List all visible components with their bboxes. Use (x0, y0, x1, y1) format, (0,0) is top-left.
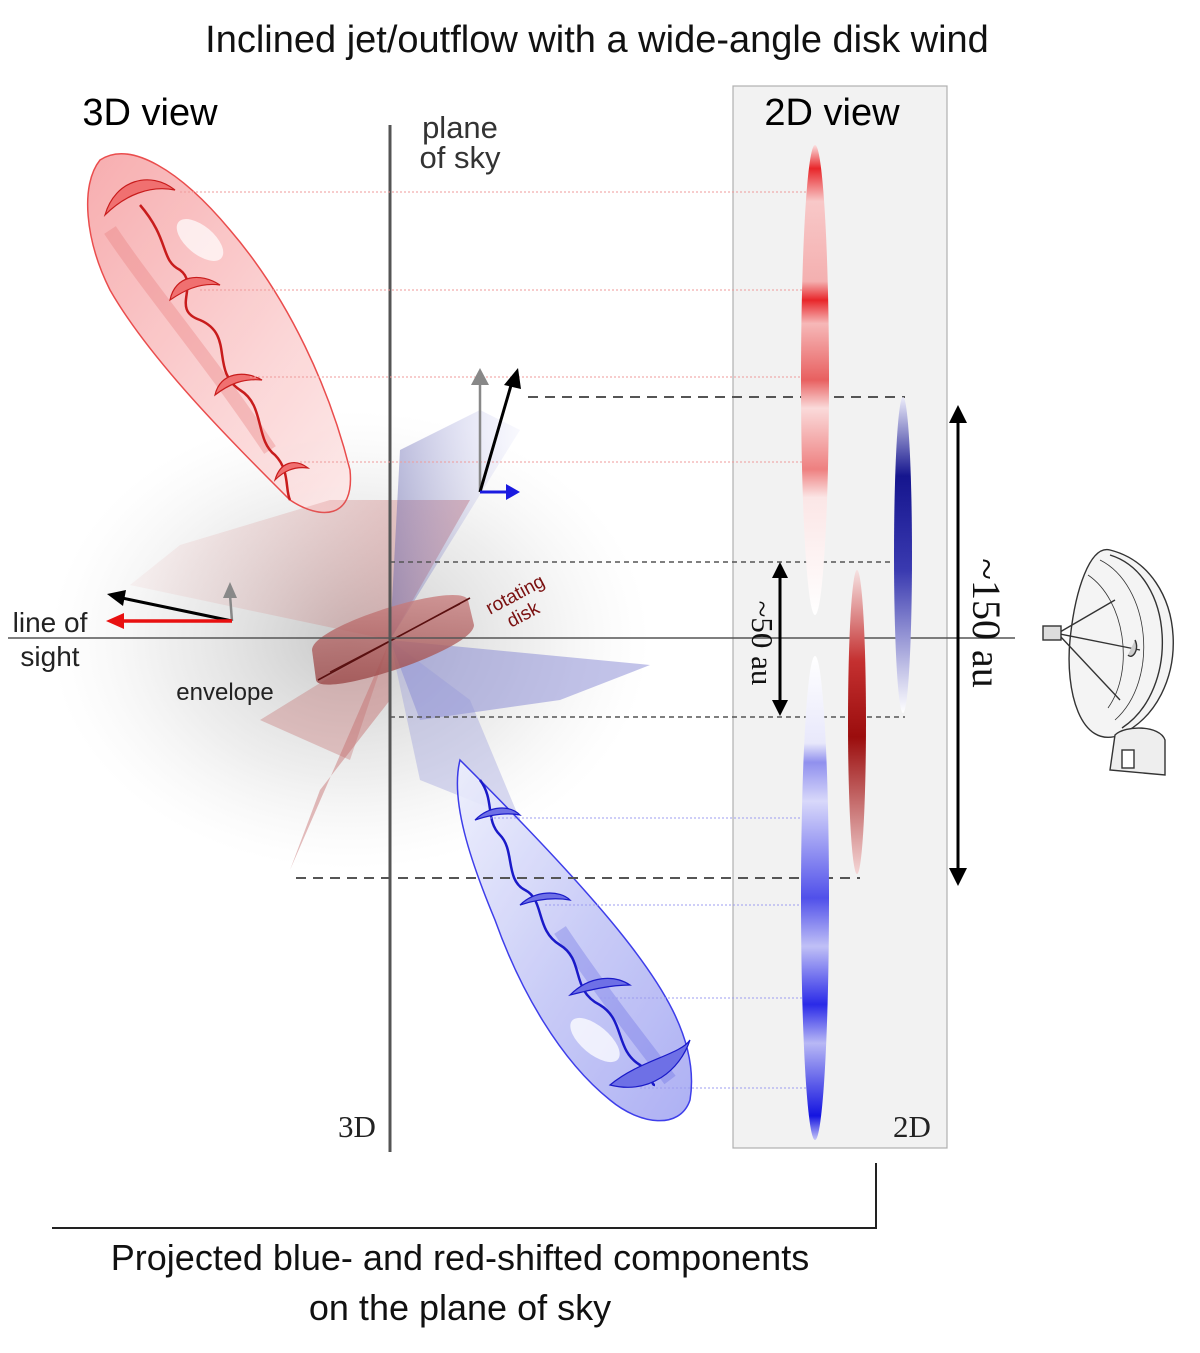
caption-line2: on the plane of sky (309, 1287, 611, 1328)
plane-of-sky-label-line2: of sky (420, 140, 501, 175)
line-of-sight-arrows (106, 582, 237, 629)
line-of-sight-label-line1: line of (13, 607, 88, 638)
blue-jet-lobe (456, 758, 693, 1122)
dashed-projection-lines (296, 396, 905, 879)
red-projection-guides (180, 191, 815, 463)
line-of-sight-label-line2: sight (20, 641, 79, 672)
view-2d-corner-label: 2D (893, 1109, 931, 1144)
scale-arrow-150au (949, 405, 967, 886)
caption-line1: Projected blue- and red-shifted componen… (111, 1237, 809, 1278)
scale-label-150au: ~150 au (964, 558, 1009, 687)
blue-wind-2d (894, 397, 912, 713)
view-3d-heading: 3D view (82, 92, 218, 134)
blue-jet-2d (801, 656, 829, 1140)
envelope-label: envelope (176, 679, 273, 706)
plane-of-sky-label-line1: plane (422, 110, 498, 145)
scale-label-50au: ~50 au (745, 601, 780, 686)
view-2d-panel (732, 85, 948, 1149)
red-jet-2d (801, 145, 829, 615)
dotted-inner-lines (390, 561, 905, 718)
wind-velocity-arrows (471, 368, 521, 500)
red-jet-lobe (86, 153, 352, 514)
radio-telescope-icon (1042, 549, 1174, 776)
red-wind-2d (848, 570, 866, 874)
view-3d-corner-label: 3D (338, 1109, 376, 1144)
diagram-title: Inclined jet/outflow with a wide-angle d… (205, 19, 989, 61)
blue-projection-guides (490, 817, 815, 1089)
blue-disk-wind (390, 410, 650, 820)
caption-bracket (52, 1163, 877, 1229)
scale-arrow-50au (772, 562, 788, 716)
view-2d-heading: 2D view (764, 92, 900, 134)
